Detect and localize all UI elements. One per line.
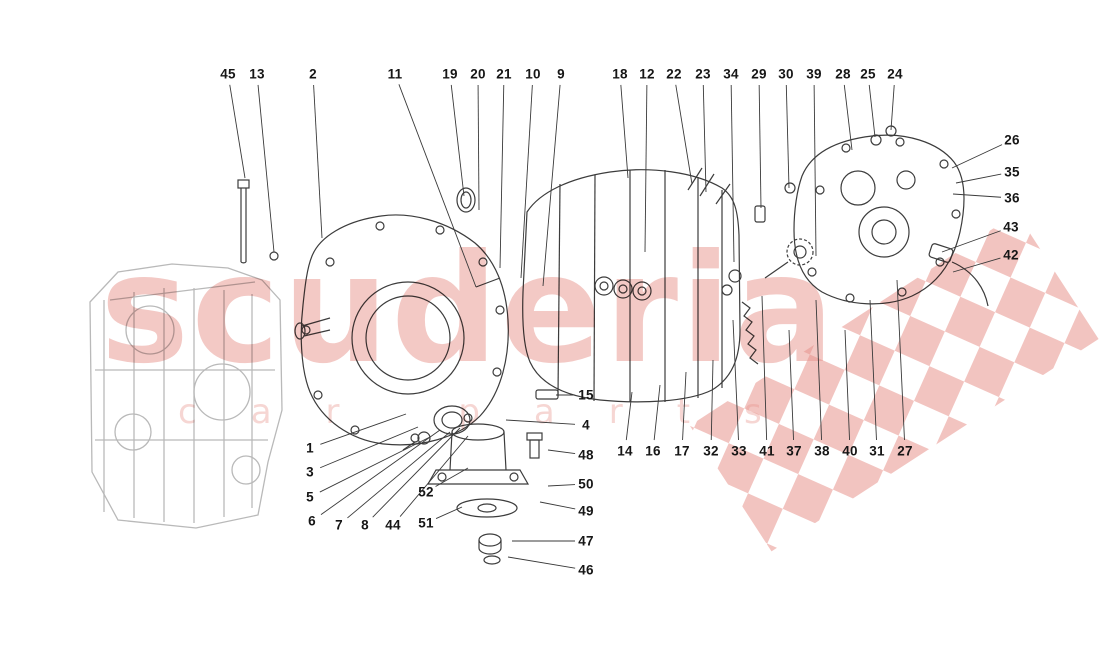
callout-51: 51 [418, 515, 434, 531]
callout-17: 17 [674, 443, 690, 459]
callout-6: 6 [308, 513, 316, 529]
callout-43: 43 [1003, 219, 1019, 235]
callout-49: 49 [578, 503, 594, 519]
callout-4: 4 [582, 417, 590, 433]
callout-29: 29 [751, 66, 767, 82]
callout-21: 21 [496, 66, 512, 82]
callout-52: 52 [418, 484, 434, 500]
callout-30: 30 [778, 66, 794, 82]
callout-8: 8 [361, 517, 369, 533]
callout-50: 50 [578, 476, 594, 492]
callout-9: 9 [557, 66, 565, 82]
callout-3: 3 [306, 464, 314, 480]
callout-46: 46 [578, 562, 594, 578]
callout-37: 37 [786, 443, 802, 459]
callout-18: 18 [612, 66, 628, 82]
callout-16: 16 [645, 443, 661, 459]
callout-20: 20 [470, 66, 486, 82]
callout-1: 1 [306, 440, 314, 456]
callout-33: 33 [731, 443, 747, 459]
callout-47: 47 [578, 533, 594, 549]
callout-39: 39 [806, 66, 822, 82]
callout-42: 42 [1003, 247, 1019, 263]
callout-19: 19 [442, 66, 458, 82]
callout-48: 48 [578, 447, 594, 463]
callout-10: 10 [525, 66, 541, 82]
callout-34: 34 [723, 66, 739, 82]
callout-36: 36 [1004, 190, 1020, 206]
callout-27: 27 [897, 443, 913, 459]
callout-23: 23 [695, 66, 711, 82]
callout-22: 22 [666, 66, 682, 82]
callout-12: 12 [639, 66, 655, 82]
callout-14: 14 [617, 443, 633, 459]
callout-15: 15 [578, 387, 594, 403]
callout-45: 45 [220, 66, 236, 82]
callout-7: 7 [335, 517, 343, 533]
callout-24: 24 [887, 66, 903, 82]
callout-35: 35 [1004, 164, 1020, 180]
callout-28: 28 [835, 66, 851, 82]
callout-44: 44 [385, 517, 401, 533]
callout-31: 31 [869, 443, 885, 459]
callout-25: 25 [860, 66, 876, 82]
callout-40: 40 [842, 443, 858, 459]
callout-2: 2 [309, 66, 317, 82]
callout-32: 32 [703, 443, 719, 459]
callout-13: 13 [249, 66, 265, 82]
callout-11: 11 [387, 66, 403, 82]
callout-41: 41 [759, 443, 775, 459]
callout-38: 38 [814, 443, 830, 459]
callout-26: 26 [1004, 132, 1020, 148]
callout-5: 5 [306, 489, 314, 505]
